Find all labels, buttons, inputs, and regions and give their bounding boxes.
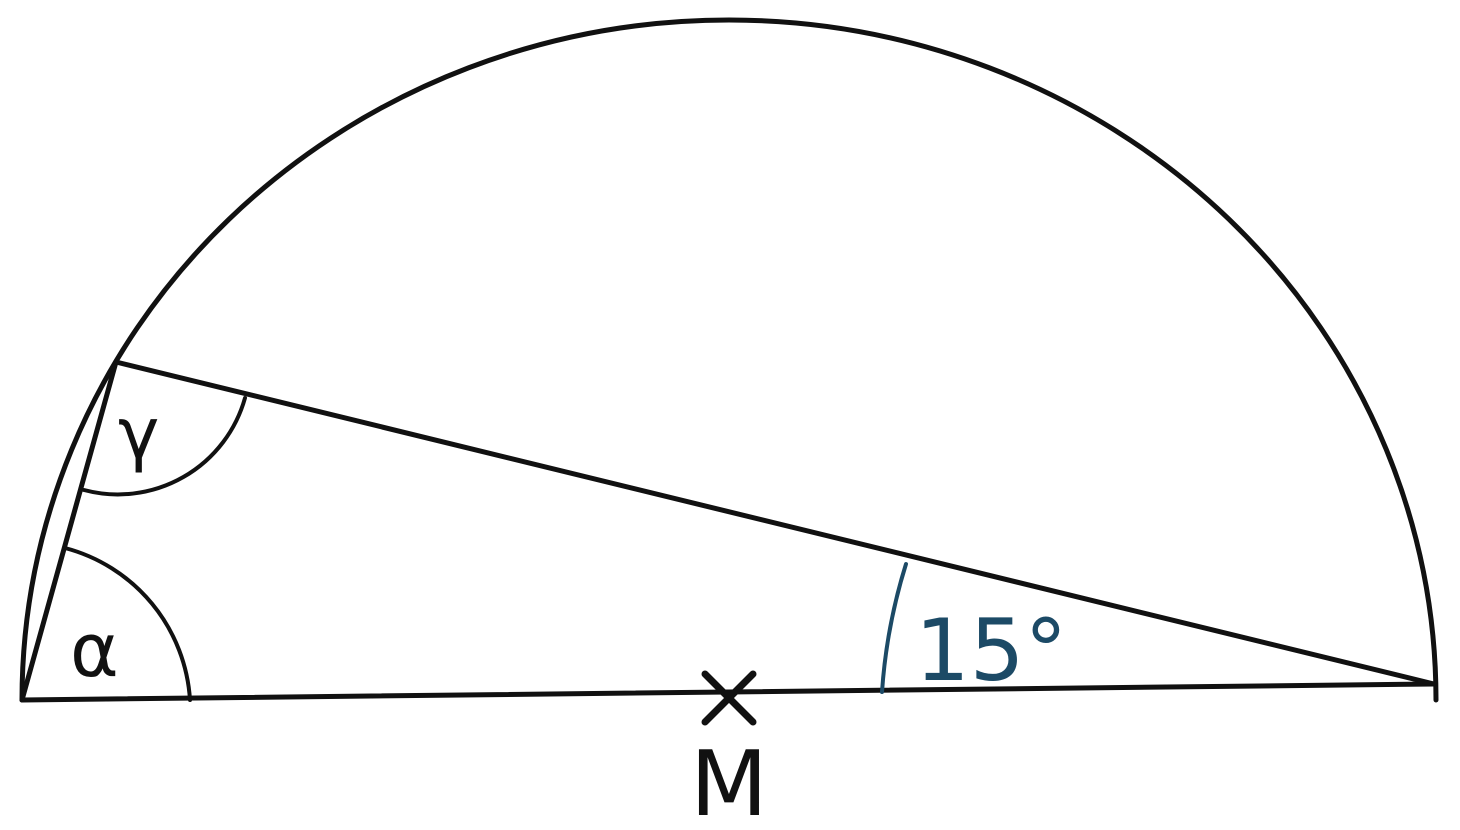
chord-p-to-right (113, 359, 1437, 687)
angle-gamma-arc (82, 396, 247, 497)
angle-15-label: 15° (915, 601, 1067, 701)
center-label: M (690, 732, 768, 830)
angle-alpha-label: α (70, 608, 119, 694)
angle-alpha-arc (63, 546, 192, 702)
chord-left-to-p (19, 359, 119, 703)
angle-15-arc (880, 562, 908, 694)
angle-gamma-label: γ (118, 393, 159, 475)
center-cross-icon (701, 670, 757, 726)
semicircle-arc (19, 17, 1439, 703)
diameter-line (19, 681, 1437, 703)
